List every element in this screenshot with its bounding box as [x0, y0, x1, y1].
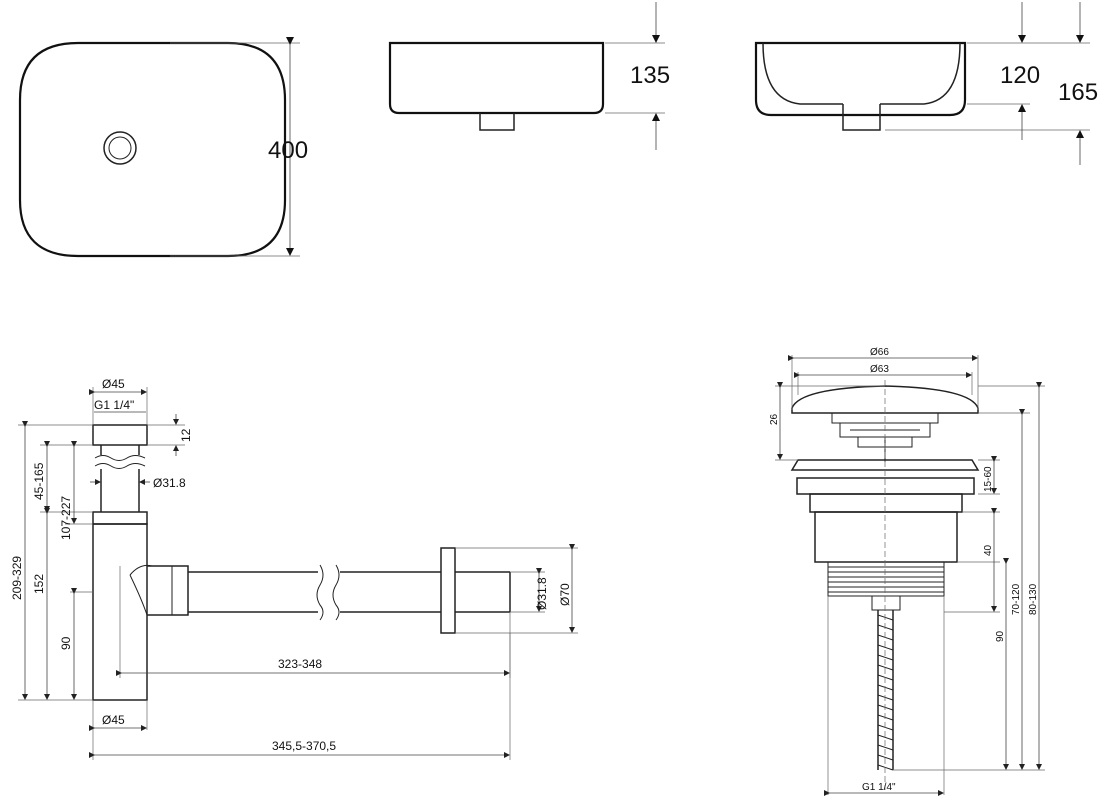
siphon-flange	[440, 547, 456, 634]
siphon-body	[92, 523, 148, 701]
dim-400-label: 400	[268, 137, 308, 164]
drain-dim-d66: Ø66	[870, 347, 889, 358]
break-mark-top	[94, 455, 146, 461]
siphon-dim-107-227: 107-227	[59, 496, 73, 540]
dim-135-label: 135	[630, 62, 670, 89]
siphon-dim-d70: Ø70	[558, 583, 572, 606]
drain-dim-40: 40	[983, 544, 994, 556]
siphon-dim-d45-top: Ø45	[102, 377, 125, 391]
siphon-dim-12: 12	[179, 428, 193, 442]
basin-side-outline	[388, 41, 605, 115]
drain-dim-80-130: 80-130	[1028, 583, 1039, 615]
drain-hole-outer	[103, 131, 137, 165]
siphon-dim-45-165: 45-165	[32, 462, 46, 500]
drain-drawing: Ø66 Ø63 26 G1 1/4" 15-60 40 90 70-120 8	[769, 347, 1045, 796]
dim-165-label: 165	[1058, 79, 1098, 106]
siphon-top-cap	[92, 424, 148, 446]
drain-dim-26: 26	[769, 413, 780, 425]
drain-dim-d63: Ø63	[870, 364, 889, 375]
siphon-collar	[92, 511, 148, 525]
basin-section-view: 120 165	[754, 2, 1098, 165]
basin-side-spigot	[479, 113, 515, 131]
drain-thread	[827, 561, 945, 597]
drain-dim-70-120: 70-120	[1011, 583, 1022, 615]
siphon-dim-d45-bottom: Ø45	[102, 713, 125, 727]
siphon-dim-323-348: 323-348	[278, 657, 322, 671]
siphon-dim-345-370: 345,5-370,5	[272, 739, 336, 753]
siphon-dim-90: 90	[59, 636, 73, 650]
drain-dim-thread: G1 1/4"	[862, 782, 896, 793]
drain-body	[814, 511, 958, 563]
siphon-dim-152: 152	[32, 574, 46, 594]
drain-dim-15-60: 15-60	[983, 466, 994, 492]
basin-side-view: 135	[388, 2, 670, 150]
basin-section-inner	[762, 42, 961, 105]
drain-hole-inner	[108, 136, 132, 160]
siphon-dim-thread: G1 1/4"	[94, 398, 134, 412]
dim-120-label: 120	[1000, 62, 1040, 89]
siphon-dim-d318-tube: Ø31.8	[153, 476, 186, 490]
siphon-dim-209-329: 209-329	[10, 556, 24, 600]
basin-top-view: 400	[18, 37, 308, 258]
drain-flange	[790, 459, 980, 471]
siphon-dim-d318-outlet: Ø31.8	[535, 577, 549, 610]
break-mark-tube	[316, 564, 324, 621]
basin-section-outer	[754, 41, 967, 117]
siphon-drawing: Ø45 G1 1/4" 12 Ø31.8 209-329 45-165 152 …	[10, 377, 578, 760]
drain-dim-90: 90	[995, 630, 1006, 642]
basin-section-spigot	[842, 104, 881, 131]
basin-outline	[18, 41, 287, 258]
drain-cap	[791, 385, 979, 414]
drain-rod	[877, 610, 894, 771]
